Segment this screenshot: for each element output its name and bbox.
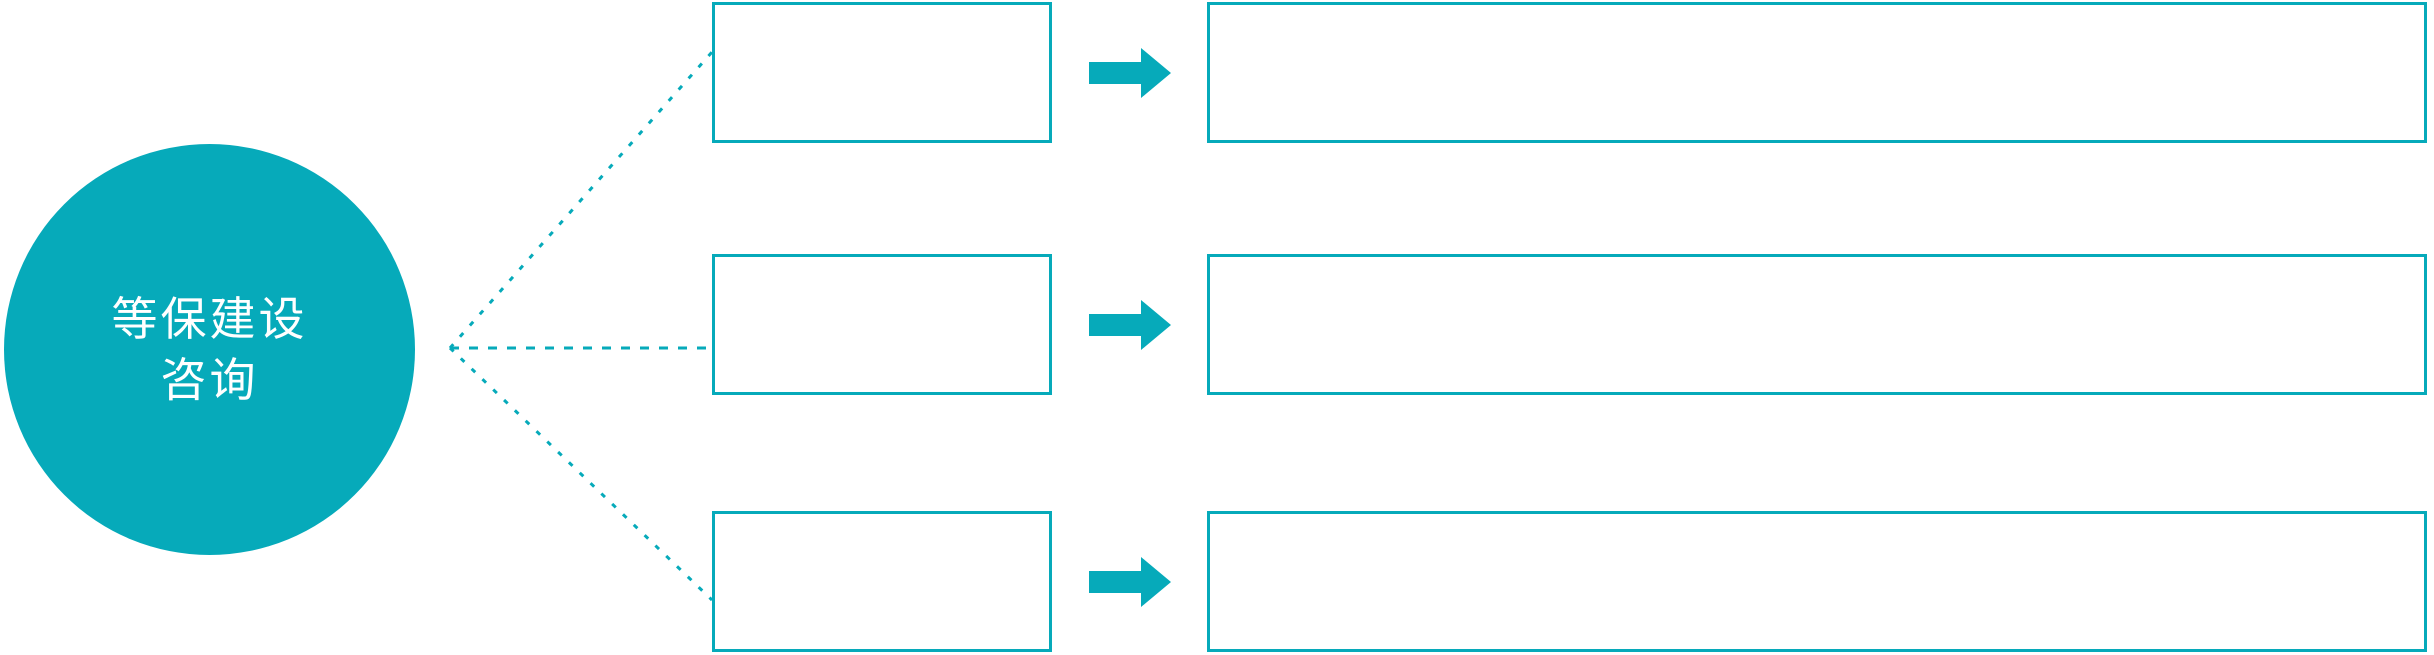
label-box-3[interactable]: [712, 511, 1052, 652]
arrow-right-icon: [1089, 300, 1171, 350]
detail-box-2[interactable]: [1207, 254, 2427, 395]
arrow-right-icon: [1089, 48, 1171, 98]
diagram-row-1: [0, 2, 2434, 145]
hub-circle[interactable]: 等保建设 咨询: [4, 144, 415, 555]
detail-box-1[interactable]: [1207, 2, 2427, 143]
diagram-row-2: [0, 254, 2434, 397]
arrow-right-icon: [1089, 557, 1171, 607]
detail-box-3[interactable]: [1207, 511, 2427, 652]
label-box-1[interactable]: [712, 2, 1052, 143]
diagram-row-3: [0, 511, 2434, 654]
label-box-2[interactable]: [712, 254, 1052, 395]
hub-label-line-1: 等保建设: [111, 292, 308, 345]
hub-label-line-2: 咨询: [160, 353, 259, 406]
